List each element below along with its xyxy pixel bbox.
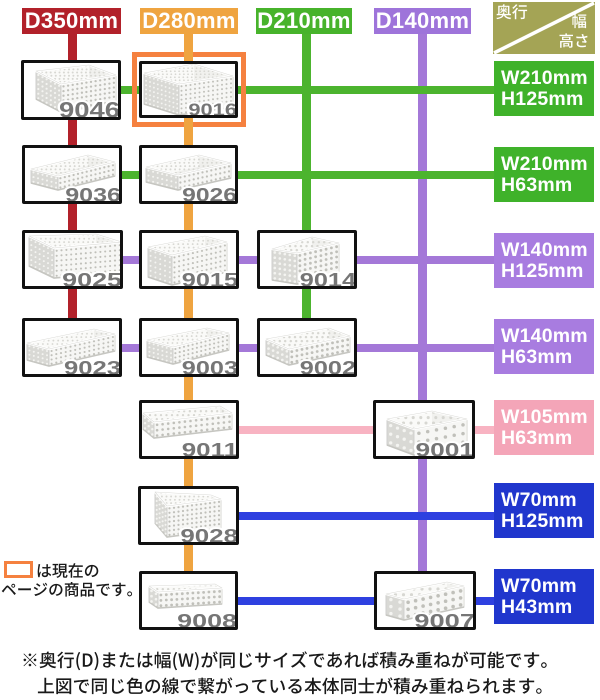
svg-text:9023: 9023 <box>64 358 119 374</box>
svg-text:9028: 9028 <box>180 525 236 542</box>
svg-text:9026: 9026 <box>182 184 235 201</box>
svg-text:9014: 9014 <box>300 270 354 286</box>
svg-text:9001: 9001 <box>415 439 472 456</box>
svg-text:9011: 9011 <box>182 439 236 456</box>
svg-text:9002: 9002 <box>300 358 354 374</box>
svg-text:9003: 9003 <box>182 358 236 374</box>
svg-text:9025: 9025 <box>62 269 120 286</box>
svg-text:9007: 9007 <box>414 611 473 627</box>
svg-text:9016: 9016 <box>188 100 235 115</box>
svg-text:9008: 9008 <box>177 610 235 627</box>
svg-text:9015: 9015 <box>182 270 236 286</box>
svg-text:9036: 9036 <box>65 184 119 201</box>
svg-text:9046: 9046 <box>59 98 118 117</box>
